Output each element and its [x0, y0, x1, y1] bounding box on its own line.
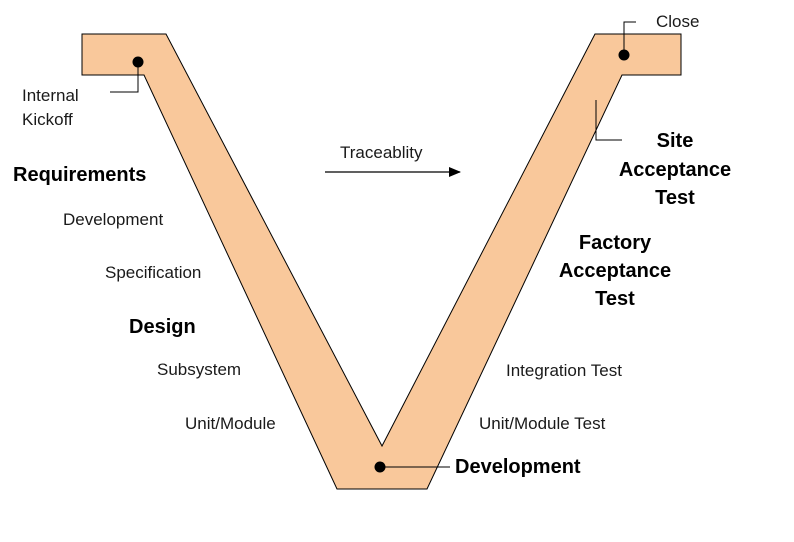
site-acceptance-line3: Test	[655, 187, 695, 209]
specification-label: Specification	[105, 263, 201, 282]
design-label: Design	[129, 316, 196, 338]
unit-module-test-label: Unit/Module Test	[479, 414, 606, 433]
development-bottom-label: Development	[455, 456, 581, 478]
integration-test-label: Integration Test	[506, 361, 622, 380]
traceability-label: Traceablity	[340, 143, 423, 162]
close-label: Close	[656, 12, 699, 31]
v-shape	[81, 33, 682, 490]
site-acceptance-line2: Acceptance	[619, 159, 731, 181]
site-acceptance-leader	[595, 100, 622, 141]
subsystem-label: Subsystem	[157, 360, 241, 379]
internal-kickoff-line1: Internal	[22, 86, 79, 105]
factory-acceptance-line3: Test	[595, 288, 635, 310]
factory-acceptance-line1: Factory	[579, 232, 652, 254]
site-acceptance-line1: Site	[657, 130, 694, 152]
kickoff-leader	[110, 62, 139, 93]
factory-acceptance-line2: Acceptance	[559, 260, 671, 282]
internal-kickoff-line2: Kickoff	[22, 110, 73, 129]
requirements-label: Requirements	[13, 164, 146, 186]
development-left-label: Development	[63, 210, 163, 229]
close-leader	[623, 21, 636, 55]
unit-module-label: Unit/Module	[185, 414, 276, 433]
